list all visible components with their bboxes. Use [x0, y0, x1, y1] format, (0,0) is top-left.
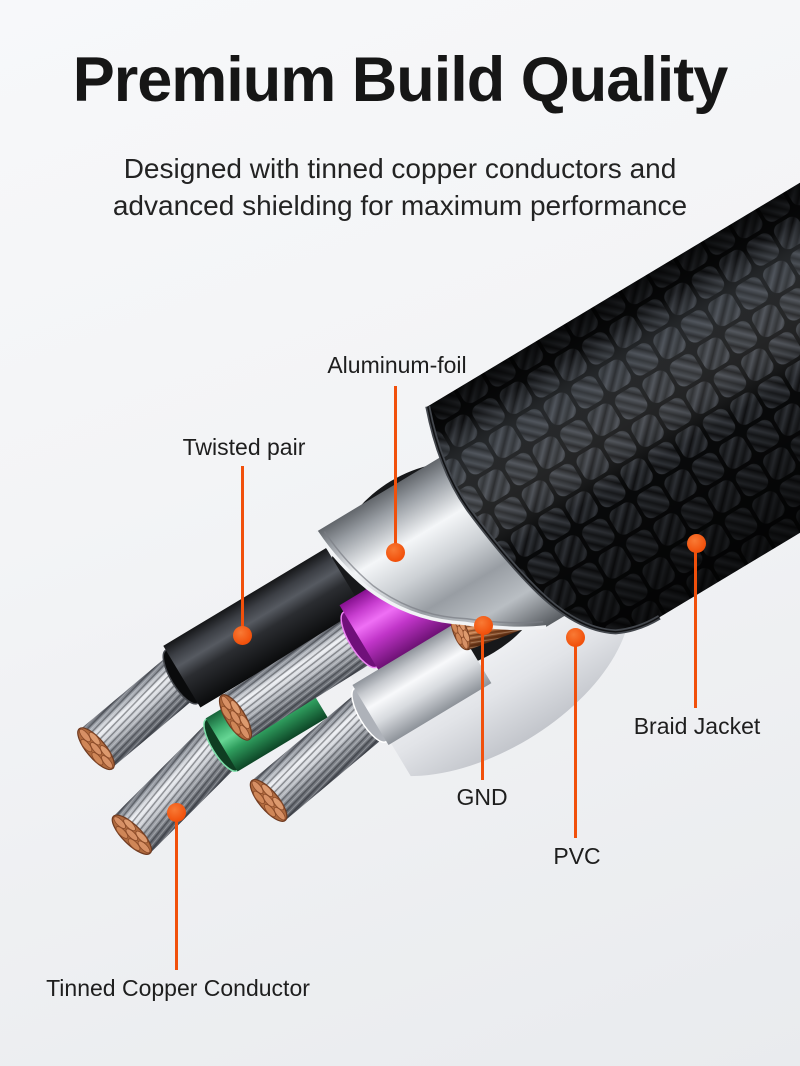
callout-line-gnd [481, 630, 484, 780]
twisted-pair-wire-black [71, 547, 364, 776]
callout-label-pvc: PVC [553, 843, 601, 869]
callout-line-twisted-pair [241, 466, 244, 635]
page-title: Premium Build Quality [72, 45, 729, 115]
callout-dot-pvc [566, 628, 585, 647]
callout-line-aluminum-foil [394, 386, 397, 552]
subtitle-line-1: Designed with tinned copper conductors a… [123, 153, 677, 184]
callout-dot-braid-jacket [687, 534, 706, 553]
subtitle: Designed with tinned copper conductors a… [0, 150, 800, 224]
callout-line-pvc [574, 642, 577, 838]
subtitle-line-2: advanced shielding for maximum performan… [112, 190, 688, 221]
callout-dot-aluminum-foil [386, 543, 405, 562]
braid-jacket-layer [425, 4, 800, 635]
callout-label-aluminum-foil: Aluminum-foil [327, 352, 467, 378]
callout-dot-twisted-pair [233, 626, 252, 645]
callout-dot-tinned-copper-conductor [167, 803, 186, 822]
callout-label-twisted-pair: Twisted pair [182, 434, 306, 460]
callout-dot-gnd [474, 616, 493, 635]
callout-label-braid-jacket: Braid Jacket [633, 713, 761, 739]
callout-label-gnd: GND [456, 784, 508, 810]
wire-white [244, 623, 492, 828]
callout-line-braid-jacket [694, 548, 697, 708]
callout-label-tinned-copper-conductor: Tinned Copper Conductor [46, 975, 310, 1001]
callout-line-tinned-copper-conductor [175, 817, 178, 970]
